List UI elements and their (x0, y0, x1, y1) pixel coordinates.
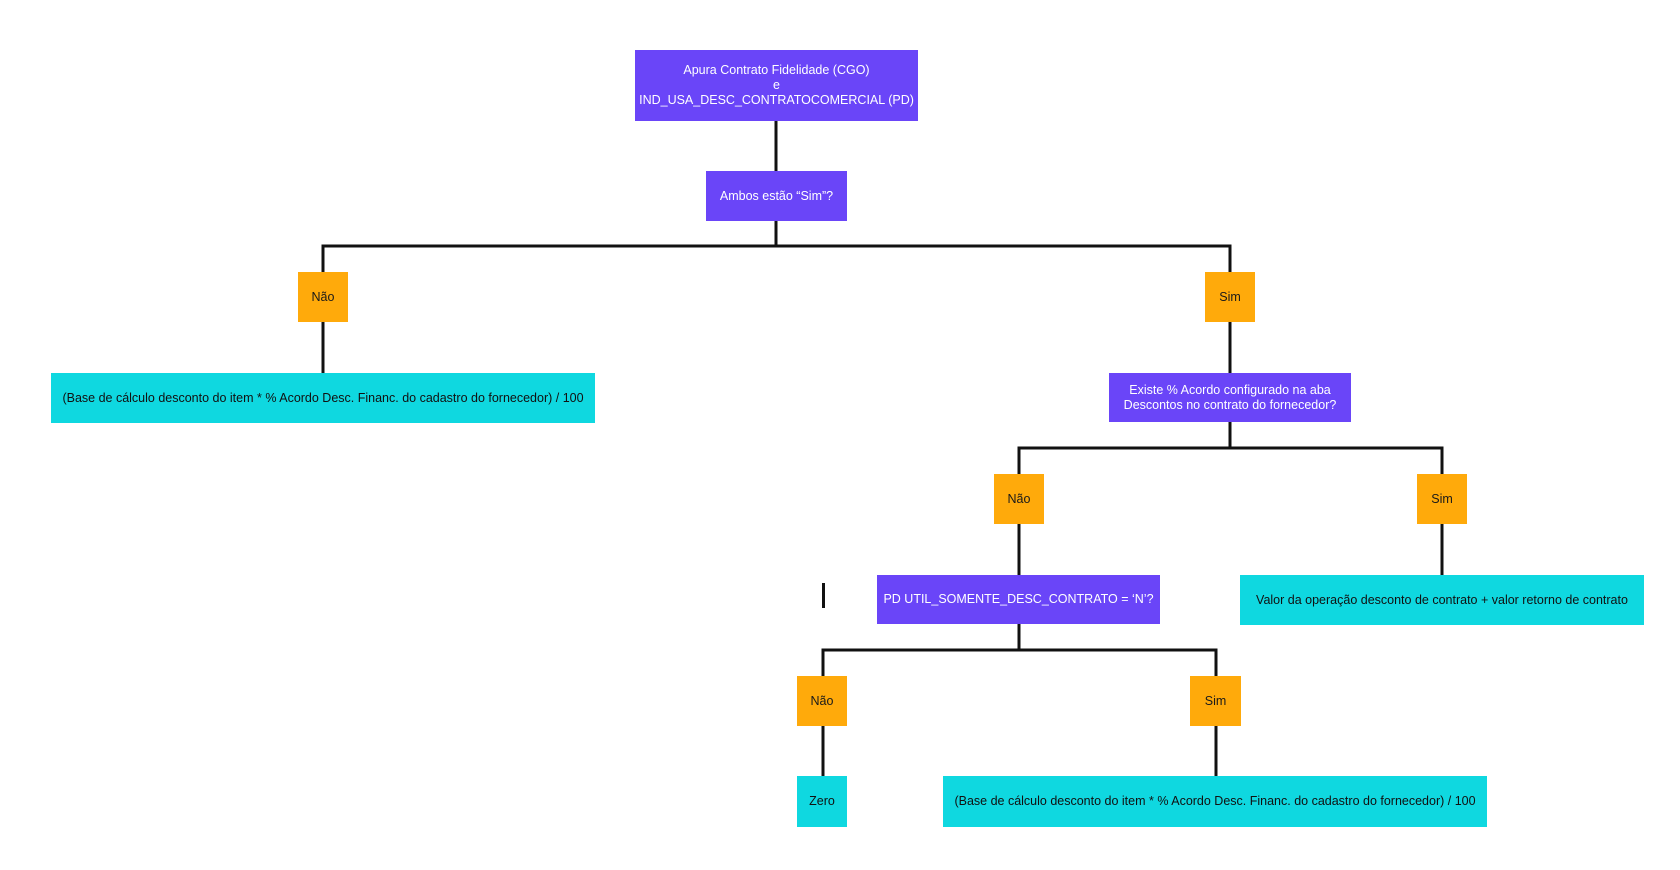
stray-line-mark (822, 583, 825, 608)
result-valor-operacao[interactable]: Valor da operação desconto de contrato +… (1240, 575, 1644, 625)
branch-q3-no-label: Não (810, 693, 834, 708)
result-base-calculo-2-label: (Base de cálculo desconto do item * % Ac… (954, 794, 1476, 808)
branch-q2-no-label: Não (1007, 491, 1031, 506)
result-base-calculo-1[interactable]: (Base de cálculo desconto do item * % Ac… (51, 373, 595, 423)
root-line-1: Apura Contrato Fidelidade (CGO) (683, 63, 870, 77)
result-base-calculo-1-label: (Base de cálculo desconto do item * % Ac… (62, 390, 584, 405)
root-line-3: IND_USA_DESC_CONTRATOCOMERCIAL (PD) (639, 93, 914, 107)
branch-q3-yes[interactable]: Sim (1190, 676, 1241, 726)
branch-q2-no[interactable]: Não (994, 474, 1044, 524)
decision-both-yes-label: Ambos estão “Sim”? (719, 188, 834, 203)
branch-q3-yes-label: Sim (1204, 693, 1227, 708)
root-line-2: e (773, 78, 780, 92)
branch-q2-yes[interactable]: Sim (1417, 474, 1467, 524)
decision-acordo-configurado[interactable]: Existe % Acordo configurado na aba Desco… (1109, 373, 1351, 422)
branch-q3-no[interactable]: Não (797, 676, 847, 726)
decision-acordo-line-2: Descontos no contrato do fornecedor? (1123, 397, 1337, 412)
result-zero-label: Zero (809, 794, 835, 808)
branch-q2-yes-label: Sim (1431, 491, 1453, 506)
branch-q1-no-label: Não (311, 289, 335, 304)
result-base-calculo-2[interactable]: (Base de cálculo desconto do item * % Ac… (943, 776, 1487, 827)
branch-q1-yes-label: Sim (1219, 289, 1241, 304)
result-zero[interactable]: Zero (797, 776, 847, 827)
decision-both-yes[interactable]: Ambos estão “Sim”? (706, 171, 847, 221)
root-node[interactable]: Apura Contrato Fidelidade (CGO) e IND_US… (635, 50, 918, 121)
decision-acordo-line-1: Existe % Acordo configurado na aba (1129, 382, 1331, 397)
branch-q1-no[interactable]: Não (298, 272, 348, 322)
branch-q1-yes[interactable]: Sim (1205, 272, 1255, 322)
decision-util-somente-desc-label: PD UTIL_SOMENTE_DESC_CONTRATO = ‘N’? (883, 592, 1154, 606)
decision-util-somente-desc[interactable]: PD UTIL_SOMENTE_DESC_CONTRATO = ‘N’? (877, 575, 1160, 624)
result-valor-operacao-label: Valor da operação desconto de contrato +… (1256, 592, 1628, 607)
